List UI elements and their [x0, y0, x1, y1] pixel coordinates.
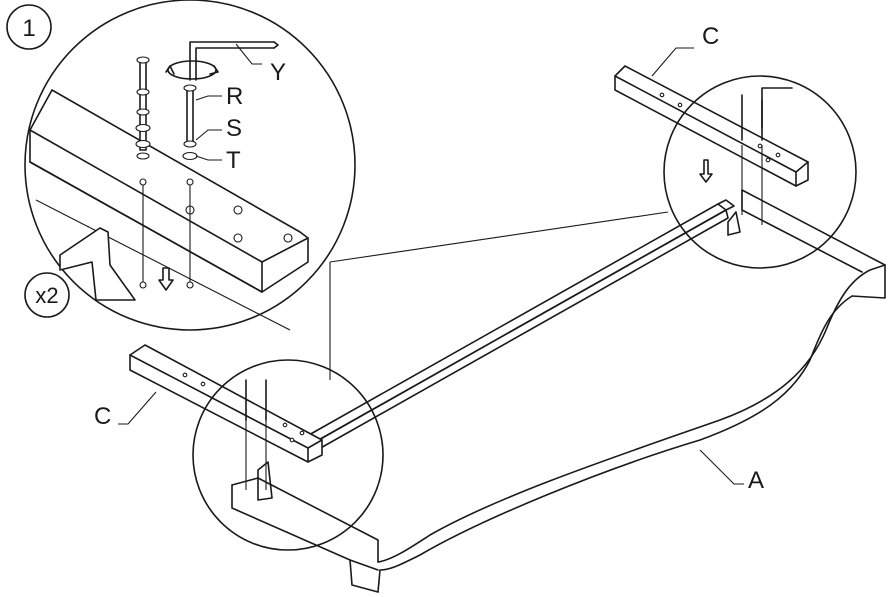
detail-circle-right	[663, 75, 857, 269]
bolt-label: R	[226, 83, 243, 110]
crossbar-right	[614, 65, 809, 187]
bolt-icon	[135, 56, 151, 186]
flat-washer-label: T	[226, 147, 241, 174]
spring-washer-label: S	[226, 115, 242, 142]
step-number: 1	[22, 15, 35, 42]
rotate-arrow-icon	[165, 60, 219, 80]
step-badge: 1	[6, 4, 52, 50]
hex-key-icon	[189, 41, 275, 81]
detail-circle-left	[192, 359, 384, 551]
down-arrow-icon	[158, 267, 174, 291]
crossbar-left-label: C	[94, 403, 111, 430]
zoom-lines	[329, 211, 669, 380]
base-frame	[231, 189, 886, 593]
crossbar-left	[129, 344, 323, 463]
detail-circle-main	[24, 0, 356, 331]
crossbar-right-label: C	[702, 23, 719, 50]
hex-key-icon	[761, 87, 793, 129]
hex-key-label: Y	[270, 59, 286, 86]
back-rail	[299, 199, 735, 455]
multiplier-label: x2	[35, 283, 58, 308]
base-frame-label: A	[748, 467, 764, 494]
down-arrow-icon	[699, 159, 713, 183]
multiplier-badge: x2	[24, 272, 70, 318]
bolt-icon	[182, 84, 198, 186]
